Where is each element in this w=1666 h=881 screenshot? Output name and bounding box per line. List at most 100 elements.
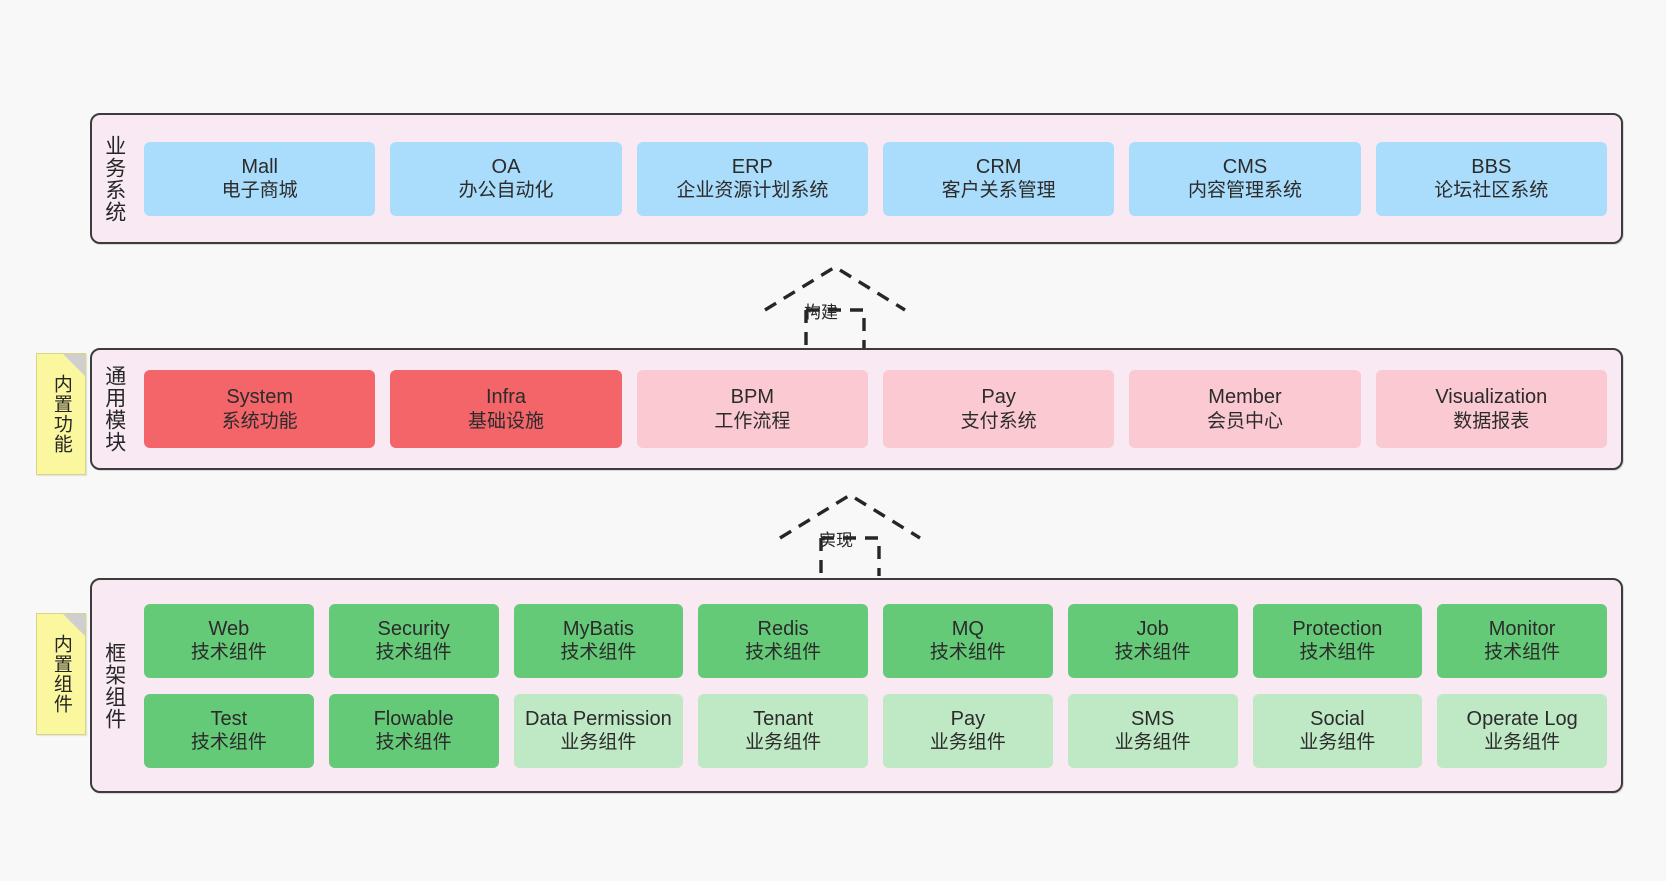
note-builtin-features: 内置功能 [36,353,86,475]
card-title: OA [491,155,521,178]
card-subtitle: 技术组件 [1114,642,1191,664]
common-modules-card-row: System 系统功能 Infra 基础设施 BPM 工作流程 Pay 支付系统… [144,370,1607,448]
layer-body-framework-components: Web 技术组件 Security 技术组件 MyBatis 技术组件 Redi… [136,580,1621,791]
framework-tech-card-row: Web 技术组件 Security 技术组件 MyBatis 技术组件 Redi… [144,603,1607,678]
card-title: Social [1310,707,1365,730]
connector-implement-label: 实现 [819,531,853,550]
card-subtitle: 数据报表 [1453,410,1530,432]
card-bbs[interactable]: BBS 论坛社区系统 [1375,141,1607,216]
layer-title-common-modules: 通用模块 [102,365,126,453]
layer-title-business-systems: 业务系统 [102,134,126,223]
card-security[interactable]: Security 技术组件 [328,603,499,678]
card-title: Job [1136,617,1169,640]
card-title: Operate Log [1466,707,1578,730]
card-subtitle: 技术组件 [929,642,1006,664]
card-title: Test [210,707,248,730]
card-pay-module[interactable]: Pay 支付系统 [882,370,1115,448]
card-mall[interactable]: Mall 电子商城 [144,141,376,216]
card-subtitle: 客户关系管理 [941,180,1056,202]
card-title: Member [1208,386,1282,409]
card-title: CMS [1222,155,1268,178]
layer-title-framework-components: 框架组件 [102,641,126,730]
layer-common-modules: 通用模块 System 系统功能 Infra 基础设施 BPM 工作流程 Pay… [90,348,1623,470]
card-subtitle: 业务组件 [1114,732,1191,754]
card-subtitle: 电子商城 [221,180,298,202]
card-pay-component[interactable]: Pay 业务组件 [883,693,1053,768]
card-monitor[interactable]: Monitor 技术组件 [1437,603,1607,678]
card-subtitle: 技术组件 [375,732,452,754]
framework-business-card-row: Test 技术组件 Flowable 技术组件 Data Permission … [144,693,1607,768]
card-subtitle: 技术组件 [375,642,452,664]
connector-implement-glyph [779,493,921,576]
business-systems-card-row: Mall 电子商城 OA 办公自动化 ERP 企业资源计划系统 CRM 客户关系… [144,141,1607,216]
card-subtitle: 技术组件 [560,642,637,664]
connector-build: 构建 [760,262,910,348]
card-member[interactable]: Member 会员中心 [1129,370,1361,448]
card-title: BPM [730,386,774,409]
note-label: 内置组件 [50,634,72,714]
card-infra[interactable]: Infra 基础设施 [390,370,622,448]
card-title: Infra [485,386,526,409]
card-data-permission[interactable]: Data Permission 业务组件 [513,693,684,768]
card-operate-log[interactable]: Operate Log 业务组件 [1437,693,1607,768]
connector-build-label: 构建 [804,303,838,322]
card-flowable[interactable]: Flowable 技术组件 [328,693,499,768]
card-title: Flowable [373,707,454,730]
layer-body-common-modules: System 系统功能 Infra 基础设施 BPM 工作流程 Pay 支付系统… [136,350,1621,468]
card-oa[interactable]: OA 办公自动化 [390,141,622,216]
card-subtitle: 业务组件 [1484,732,1561,754]
card-sms[interactable]: SMS 业务组件 [1067,693,1238,768]
card-job[interactable]: Job 技术组件 [1067,603,1238,678]
card-visualization[interactable]: Visualization 数据报表 [1375,370,1607,448]
card-title: Security [377,617,450,640]
card-subtitle: 技术组件 [1484,642,1561,664]
card-bpm[interactable]: BPM 工作流程 [636,370,868,448]
card-erp[interactable]: ERP 企业资源计划系统 [636,141,868,216]
note-builtin-components: 内置组件 [36,613,86,735]
card-social[interactable]: Social 业务组件 [1252,693,1423,768]
card-subtitle: 业务组件 [929,732,1006,754]
note-label: 内置功能 [50,374,72,454]
card-web[interactable]: Web 技术组件 [144,603,314,678]
card-title: MyBatis [562,617,634,640]
card-protection[interactable]: Protection 技术组件 [1252,603,1423,678]
card-title: System [226,386,293,409]
card-subtitle: 办公自动化 [458,180,554,202]
card-tenant[interactable]: Tenant 业务组件 [698,693,868,768]
card-test[interactable]: Test 技术组件 [144,693,314,768]
card-title: Redis [757,617,809,640]
card-title: Pay [981,386,1016,409]
card-subtitle: 业务组件 [560,732,637,754]
connector-build-glyph [764,265,906,348]
card-subtitle: 会员中心 [1206,410,1283,432]
card-redis[interactable]: Redis 技术组件 [698,603,868,678]
card-subtitle: 基础设施 [467,410,544,432]
card-title: ERP [731,155,773,178]
card-system[interactable]: System 系统功能 [144,370,376,448]
card-subtitle: 系统功能 [221,410,298,432]
card-title: Pay [950,707,986,730]
note-fold-corner [63,614,85,636]
layer-business-systems: 业务系统 Mall 电子商城 OA 办公自动化 ERP 企业资源计划系统 CRM… [90,113,1623,244]
note-fold-corner [63,354,85,376]
connector-implement: 实现 [775,490,925,576]
card-title: MQ [951,617,984,640]
card-crm[interactable]: CRM 客户关系管理 [882,141,1115,216]
card-title: CRM [975,155,1022,178]
card-title: Monitor [1488,617,1556,640]
card-subtitle: 工作流程 [714,410,791,432]
card-mybatis[interactable]: MyBatis 技术组件 [513,603,684,678]
card-subtitle: 业务组件 [745,732,822,754]
card-subtitle: 业务组件 [1299,732,1376,754]
card-title: Mall [241,155,278,178]
card-mq[interactable]: MQ 技术组件 [883,603,1053,678]
card-subtitle: 内容管理系统 [1187,180,1302,202]
card-subtitle: 支付系统 [960,410,1037,432]
card-title: BBS [1471,155,1512,178]
card-cms[interactable]: CMS 内容管理系统 [1129,141,1361,216]
card-subtitle: 技术组件 [190,732,267,754]
card-subtitle: 技术组件 [1299,642,1376,664]
layer-framework-components: 框架组件 Web 技术组件 Security 技术组件 MyBatis 技术组件… [90,578,1623,793]
card-subtitle: 企业资源计划系统 [676,180,829,202]
